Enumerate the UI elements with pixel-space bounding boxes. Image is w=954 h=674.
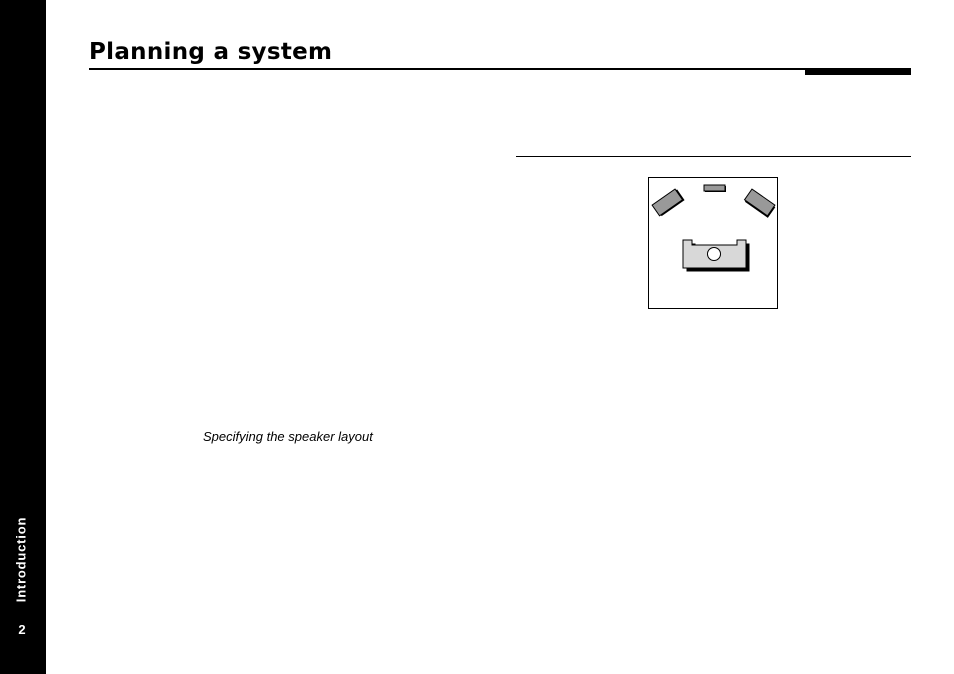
left-speaker-icon	[651, 188, 685, 217]
speaker-layout-diagram-icon	[651, 184, 776, 272]
page-number: 2	[18, 622, 26, 637]
speaker-layout-figure	[648, 177, 778, 309]
title-rule	[89, 68, 911, 70]
centre-speaker-icon	[703, 184, 726, 192]
figure-caption: Specifying the speaker layout	[203, 429, 373, 444]
sidebar: Introduction 2	[0, 0, 46, 674]
title-rule-accent	[805, 68, 911, 75]
page-title: Planning a system	[89, 39, 333, 65]
right-speaker-icon	[743, 188, 776, 218]
listener-icon	[707, 247, 721, 261]
section-label: Introduction	[13, 516, 29, 603]
section-divider	[516, 156, 911, 157]
